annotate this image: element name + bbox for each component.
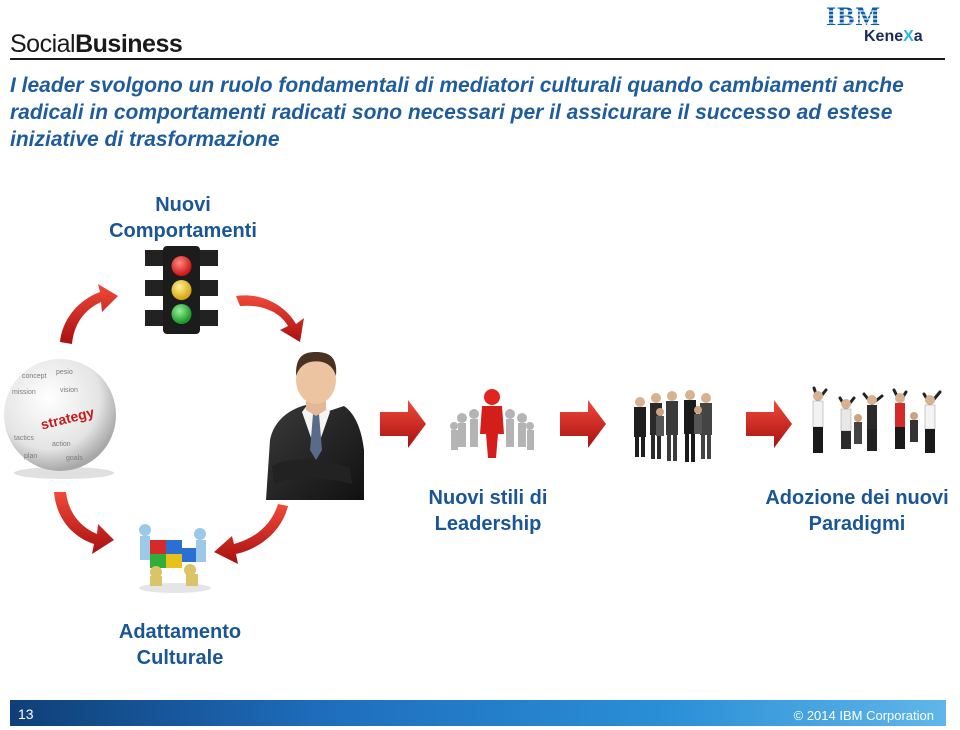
brand-wordmark: SocialBusiness [10, 30, 183, 59]
puzzle-team-icon [139, 524, 211, 593]
globe-word-1: concept [22, 373, 47, 380]
label-adattamento-culturale: Adattamento Culturale [118, 621, 242, 669]
globe-word-3: mission [12, 389, 36, 396]
brand-light: Social [10, 30, 76, 58]
strategy-globe-icon: concept pesio mission vision tactics act… [4, 359, 116, 479]
kenexa-x: X [903, 28, 914, 45]
red-leader-crowd-icon [450, 389, 534, 458]
traffic-light-icon [145, 246, 218, 334]
kenexa-pre: Kene [864, 28, 904, 45]
kenexa-post: a [913, 28, 923, 45]
progress-arrow-2 [560, 400, 606, 448]
globe-word-9: goals [66, 455, 83, 462]
kenexa-logo: KeneXa [864, 28, 923, 46]
slide-headline: I leader svolgono un ruolo fondamentali … [10, 74, 904, 151]
header-divider [10, 58, 945, 60]
business-leader-photo [266, 352, 364, 500]
cycle-arrow-bottom-right [214, 504, 288, 564]
globe-word-8: plan [24, 453, 37, 460]
copyright-notice: © 2014 IBM Corporation [793, 708, 934, 723]
ibm-kenexa-logo: IBM KeneXa [822, 2, 940, 54]
globe-word-7: action [52, 441, 71, 448]
globe-word-2: pesio [56, 369, 73, 376]
brand-bold: Business [75, 30, 183, 58]
globe-word-4: vision [60, 387, 78, 394]
cycle-arrow-top-left [60, 284, 118, 344]
page-number: 13 [18, 706, 34, 722]
jumping-team-photo [812, 386, 942, 453]
footer-bar [10, 700, 946, 726]
traffic-red-light [171, 256, 192, 276]
progress-arrow-1 [380, 400, 426, 448]
globe-word-6: tactics [14, 435, 34, 442]
label-nuovi-stili-leadership: Nuovi stili di Leadership [428, 487, 548, 535]
label-adozione-paradigmi: Adozione dei nuovi Paradigmi [765, 487, 949, 535]
business-team-photo [634, 390, 712, 462]
cycle-arrow-top-right [236, 295, 304, 342]
progress-arrow-3 [746, 400, 792, 448]
traffic-green-light [171, 304, 192, 324]
traffic-yellow-light [171, 280, 192, 300]
label-nuovi-comportamenti: Nuovi Comportamenti [109, 194, 257, 242]
ibm-logo-stripes [824, 8, 886, 30]
cycle-arrow-bottom-left [54, 492, 114, 554]
